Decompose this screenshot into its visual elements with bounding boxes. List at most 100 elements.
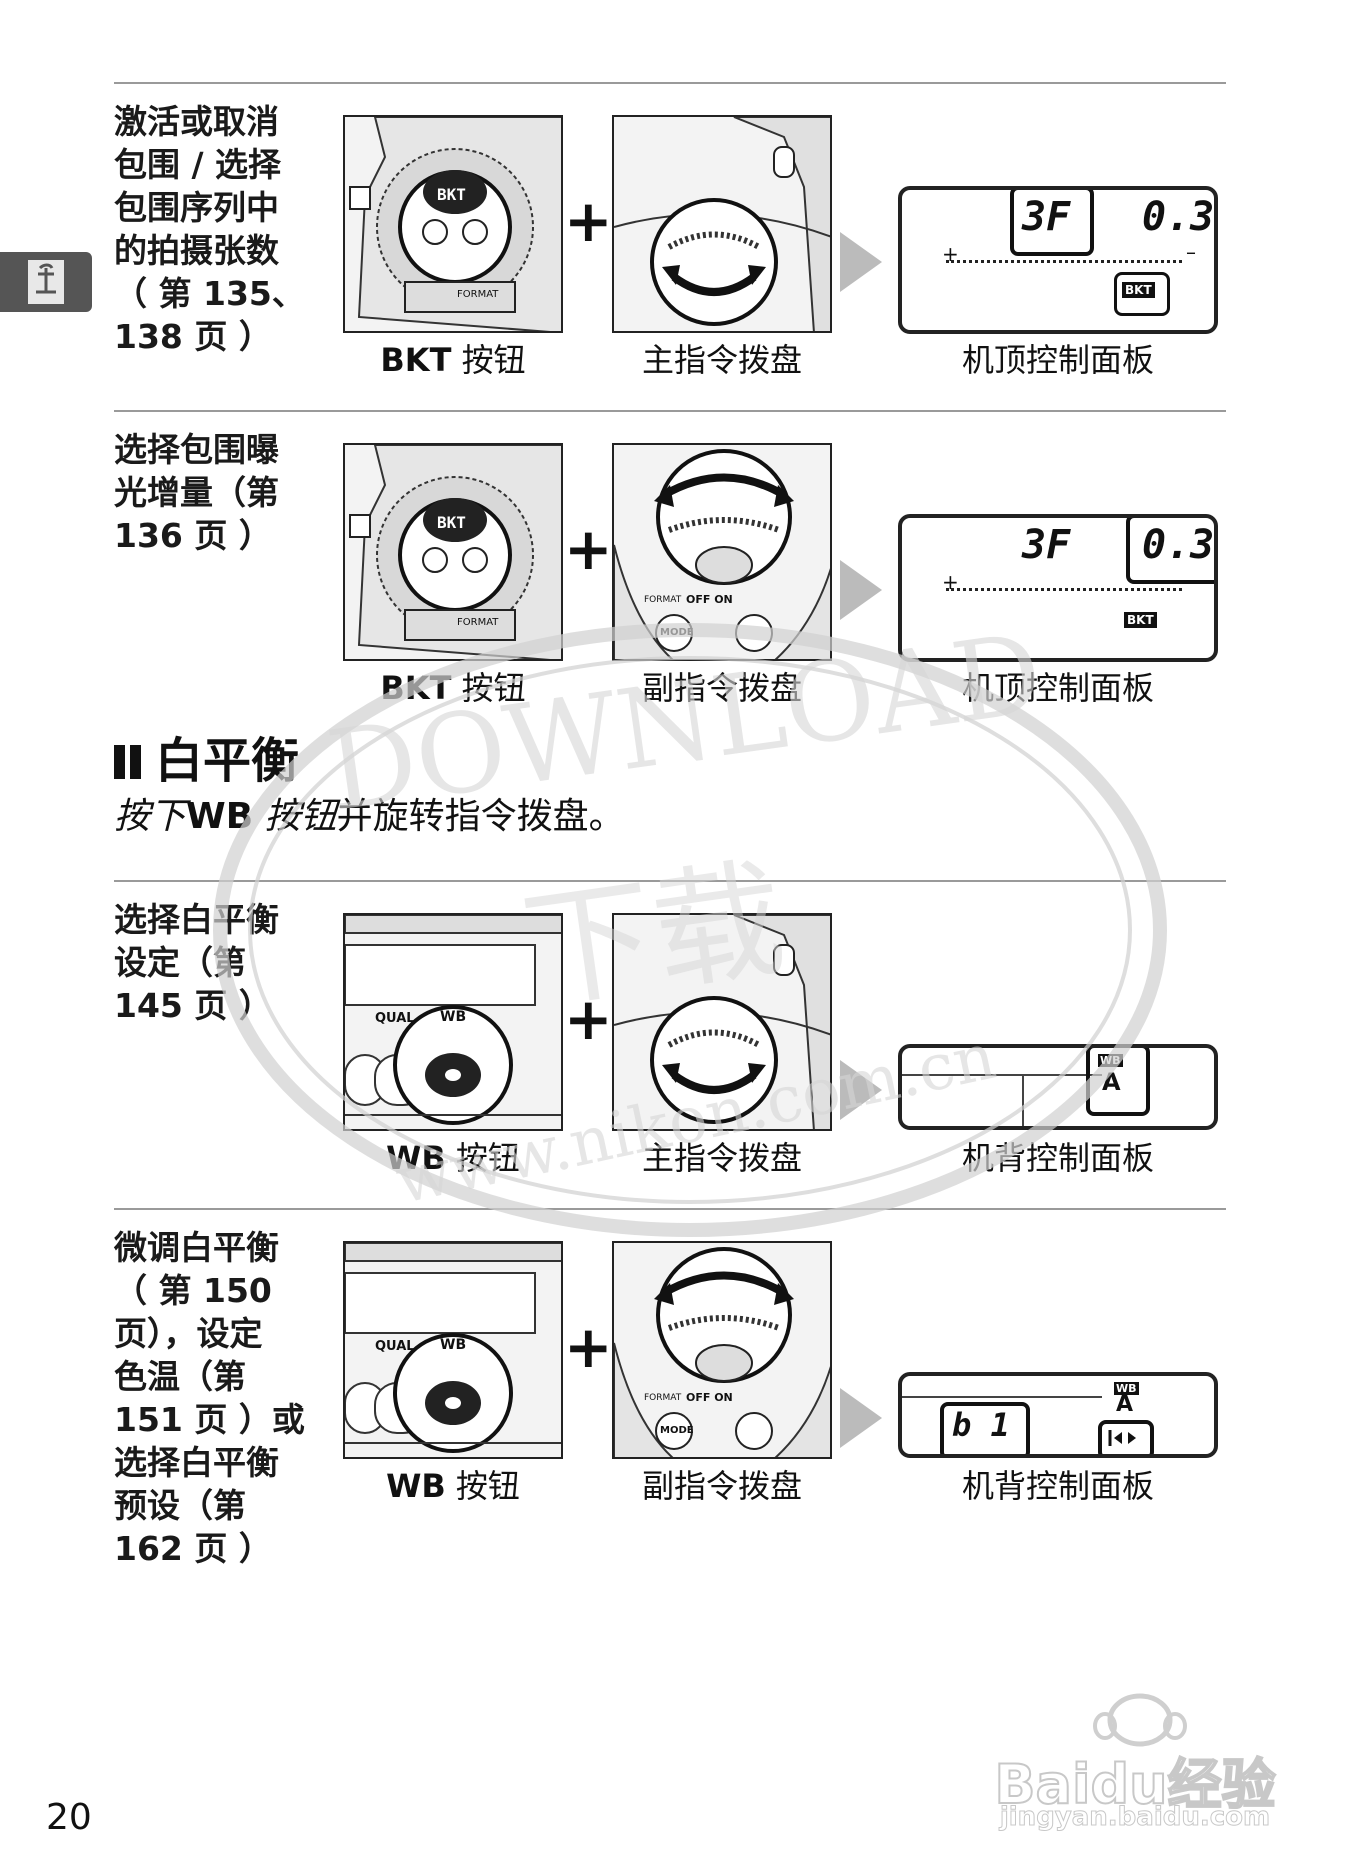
power-switch-label: OFF ON [686, 593, 733, 606]
rooster-icon [0, 252, 92, 312]
scale-plus: + [942, 242, 959, 266]
button-caption: BKT 按钮 [343, 340, 563, 380]
text-line: 激活或取消 [114, 100, 314, 143]
divider [114, 880, 1226, 882]
button-caption: WB 按钮 [343, 1138, 563, 1178]
scale-minus: – [1186, 568, 1196, 592]
sub-dial-illustration: OFF ON FORMAT MODE [612, 1241, 832, 1459]
bkt-indicator: BKT [1124, 612, 1157, 628]
text-line: 设定（第 [114, 941, 314, 984]
text-line: 包围序列中 [114, 186, 314, 229]
top-control-panel-lcd: 3F 0.3 + – BKT [898, 514, 1218, 662]
text-line: （ 第 135、 [114, 272, 314, 315]
frame-count-value: 3F [1022, 522, 1070, 568]
sub-dial-illustration: OFF ON FORMAT MODE [612, 443, 832, 661]
row-description: 选择白平衡 设定（第 145 页 ） [114, 898, 314, 1027]
divider [114, 82, 1226, 84]
intro-bold: WB [186, 796, 253, 837]
wb-mode-value: A [1102, 1068, 1121, 1096]
main-dial-illustration [612, 913, 832, 1131]
rear-control-panel-lcd: WB A [898, 1044, 1218, 1130]
format-label: FORMAT [457, 289, 498, 300]
dial-caption: 主指令拨盘 [612, 1138, 832, 1178]
exposure-scale [946, 588, 1182, 595]
text-line: 选择白平衡 [114, 1441, 314, 1484]
text-line: 页），设定 [114, 1312, 314, 1355]
arrow-right-icon [840, 560, 882, 620]
ev-increment-value: 0.3 [1142, 194, 1214, 240]
wb-button-illustration: QUAL WB [343, 1241, 563, 1459]
divider [114, 410, 1226, 412]
text-line: 色温（第 [114, 1355, 314, 1398]
intro-em: 按下 [114, 796, 186, 837]
section-title-text: 白平衡 [155, 733, 299, 789]
page-number: 20 [46, 1798, 92, 1838]
scale-minus: – [1186, 240, 1196, 264]
lcd-line [902, 1074, 1102, 1076]
rear-control-panel-lcd: b 1 WB A [898, 1372, 1218, 1458]
power-switch-label: OFF ON [686, 1391, 733, 1404]
arrow-right-icon [840, 1060, 882, 1120]
text-line: 预设（第 [114, 1484, 314, 1527]
wb-indicator: WB [1098, 1054, 1123, 1067]
text-line: 选择包围曝 [114, 428, 314, 471]
baidu-jingyan-logo: Baidu经验 jingyan.baidu.com [975, 1690, 1295, 1840]
format-label: FORMAT [644, 595, 681, 605]
button-caption: WB 按钮 [343, 1466, 563, 1506]
qual-label: QUAL [375, 1011, 415, 1026]
row-description: 激活或取消 包围 / 选择 包围序列中 的拍摄张数 （ 第 135、 138 页… [114, 100, 314, 358]
mode-label: MODE [660, 627, 694, 638]
mode-label: MODE [660, 1425, 694, 1436]
main-dial-illustration [612, 115, 832, 333]
dial-caption: 副指令拨盘 [612, 668, 832, 708]
qual-label: QUAL [375, 1339, 415, 1354]
wb-label: WB [440, 1009, 466, 1025]
row-description: 选择包围曝 光增量（第 136 页 ） [114, 428, 314, 557]
section-marker-icon [114, 745, 125, 779]
section-title: 白平衡 [114, 733, 299, 789]
plus-sign: + [564, 1318, 613, 1376]
section-intro: 按下WB 按钮并旋转指令拨盘。 [114, 795, 625, 839]
text-line: 微调白平衡 [114, 1226, 314, 1269]
panel-caption: 机背控制面板 [898, 1138, 1218, 1178]
format-label: FORMAT [644, 1393, 681, 1403]
intro-rest: 并旋转指令拨盘。 [337, 796, 625, 837]
frame-count-value: 3F [1022, 194, 1070, 240]
text-line: （ 第 150 [114, 1269, 314, 1312]
text-line: 145 页 ） [114, 984, 314, 1027]
plus-sign: + [564, 192, 613, 250]
ev-increment-value: 0.3 [1142, 522, 1214, 568]
text-line: 包围 / 选择 [114, 143, 314, 186]
adjust-arrows-icon [1108, 1428, 1138, 1448]
top-control-panel-lcd: 3F 0.3 + – BKT [898, 186, 1218, 334]
text-line: 的拍摄张数 [114, 229, 314, 272]
section-marker-icon [130, 745, 141, 779]
panel-caption: 机顶控制面板 [898, 668, 1218, 708]
panel-caption: 机背控制面板 [898, 1466, 1218, 1506]
text-line: 162 页 ） [114, 1527, 314, 1570]
baidu-url-text: jingyan.baidu.com [975, 1802, 1295, 1832]
bkt-button-illustration: BKT FORMAT [343, 115, 563, 333]
arrow-right-icon [840, 232, 882, 292]
wb-mode-value: A [1116, 1392, 1133, 1417]
text-line: 光增量（第 [114, 471, 314, 514]
bkt-label: BKT [437, 513, 466, 532]
panel-caption: 机顶控制面板 [898, 340, 1218, 380]
plus-sign: + [564, 520, 613, 578]
text-line: 151 页 ）或 [114, 1398, 314, 1441]
button-caption: BKT 按钮 [343, 668, 563, 708]
text-line: 选择白平衡 [114, 898, 314, 941]
fine-tune-value: b 1 [952, 1406, 1010, 1444]
wb-button-illustration: QUAL WB [343, 913, 563, 1131]
exposure-scale [946, 260, 1182, 267]
text-line: 136 页 ） [114, 514, 314, 557]
divider [114, 1208, 1226, 1210]
plus-sign: + [564, 990, 613, 1048]
bkt-indicator: BKT [1122, 282, 1155, 298]
wb-label: WB [440, 1337, 466, 1353]
lcd-divider [1022, 1074, 1024, 1130]
lcd-line [902, 1396, 1102, 1398]
bkt-button-illustration: BKT FORMAT [343, 443, 563, 661]
bkt-label: BKT [437, 185, 466, 204]
format-label: FORMAT [457, 617, 498, 628]
